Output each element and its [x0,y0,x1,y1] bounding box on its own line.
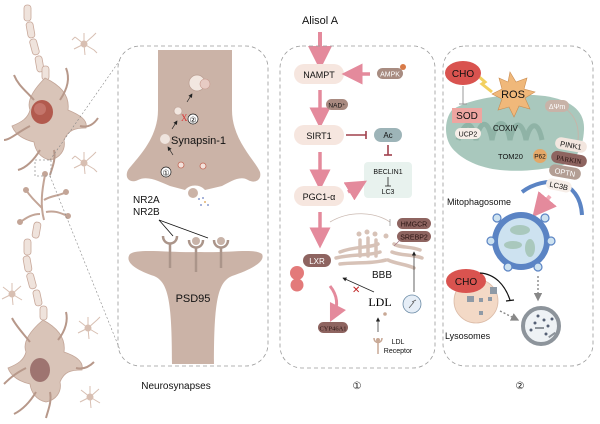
pink1-label: PINK1 [559,139,582,152]
block-x-mark: X [181,113,188,123]
coxiv-label: COXIV [493,124,519,133]
myelinated-axon-top [23,4,50,81]
bbb-label: BBB [372,270,392,281]
nampt-label: NAMPT [303,70,335,80]
lc3b-label: LC3B [549,180,569,193]
panel-neurosynapses: ① X ② Synapsin-1 NR2A NR2B PSD95 Neurosy… [117,45,269,392]
blocked-x-mark: ✕ [352,285,360,296]
cho-bottom-label: CHO [455,277,477,288]
pgc1a-node [294,186,344,206]
panel-pathway: Alisol A NAMPT AMPK NAD⁺ SIRT1 Ac BECLIN… [279,15,436,392]
nr2b-label: NR2B [133,207,160,218]
pink1-node [555,137,587,153]
cyp46a1-node [318,322,348,333]
parkin-node [551,150,587,168]
lxr-node [303,254,331,267]
lxr-label: LXR [309,257,325,266]
synapsin-1-label: Synapsin-1 [171,135,226,147]
sirt1-label: SIRT1 [306,131,331,141]
ligand [192,237,200,245]
glial-cell [1,32,101,409]
sirt1-node [294,125,344,145]
ac-label: Ac [383,131,392,140]
beclin1-label: BECLIN1 [373,169,402,176]
phospho-marker [400,64,406,70]
sod-node [452,108,482,123]
lysosomes-label: Lysosomes [445,331,491,341]
step-1-label: ① [162,169,169,178]
optn-node [549,164,581,180]
ucp2-label: UCP2 [459,132,478,139]
hmgcr-label: HMGCR [401,222,427,229]
nad-node [326,99,348,110]
sod-label: SOD [456,111,478,122]
alisol-a-label: Alisol A [302,15,339,27]
ldl-label: LDL [368,295,391,309]
membrane-potential-node [545,100,569,112]
ampk-node [377,68,403,79]
myelinated-axon-bottom [22,221,48,321]
ldl-receptor-label-line1: LDL [392,339,405,346]
neuron-bottom [3,311,95,419]
nampt-node [294,64,344,84]
lc3-label: LC3 [382,189,395,196]
endoplasmic-reticulum [334,236,424,270]
lxr-complex-top [290,266,304,280]
p62-node [533,149,547,163]
ldl-receptor-label-line2: Receptor [384,348,413,355]
panel-border [279,45,436,369]
ros-star [491,71,536,118]
cho-node-top [445,61,481,85]
tom20-label: TOM20 [498,152,523,161]
lightning-icon [476,73,493,94]
panel-mitophagy: ROS CHO SOD UCP2 COXIV ΔΨm TOM20 P62 PIN… [442,45,594,392]
dendrite-branch [17,171,71,225]
srebp2-label: SREBP2 [400,235,428,242]
lysosome-contents [467,287,497,315]
psd95-label: PSD95 [176,293,211,305]
optn-label: OPTN [554,166,576,178]
cho-node-bottom [446,269,486,293]
synaptic-vesicles [160,74,211,170]
nucleus [30,358,50,382]
ampk-label: AMPK [380,72,400,79]
pgc1a-label: PGC1-α [303,192,336,202]
membrane-potential-label: ΔΨm [549,104,566,111]
cho-top-label: CHO [452,69,474,80]
lc3b-node [546,178,572,193]
mitophagy-caption: ② [516,381,525,392]
lxr-complex-bottom [290,278,304,292]
ligand [217,237,225,245]
ldl-receptor-icon [373,337,383,354]
ucp2-node [455,128,481,139]
panel-border [117,45,269,367]
ac-node [374,128,402,142]
p62-label: P62 [534,154,546,161]
pathway-caption: ① [353,381,362,392]
hmgcr-node [397,218,431,229]
neurotransmitters [198,197,209,206]
nr2a-label: NR2A [133,195,160,206]
neuron-top [3,67,99,176]
srebp2-node [397,231,431,242]
nad-label: NAD⁺ [328,103,346,110]
cyp46a1-label: CYP46A1 [319,326,346,333]
neuron-illustration [1,4,121,419]
mitophagosome [486,212,556,272]
nmda-receptor [161,235,230,272]
zoom-region-box [34,159,52,177]
step-2-label: ② [189,116,196,125]
panel-border [442,45,594,367]
postsynaptic-density [128,250,263,364]
step-1-marker [160,166,172,178]
neurosynapses-caption: Neurosynapses [141,381,210,392]
autolysosome [521,306,561,346]
ros-label: ROS [501,89,525,101]
mitophagosome-label: Mitophagosome [447,197,511,207]
